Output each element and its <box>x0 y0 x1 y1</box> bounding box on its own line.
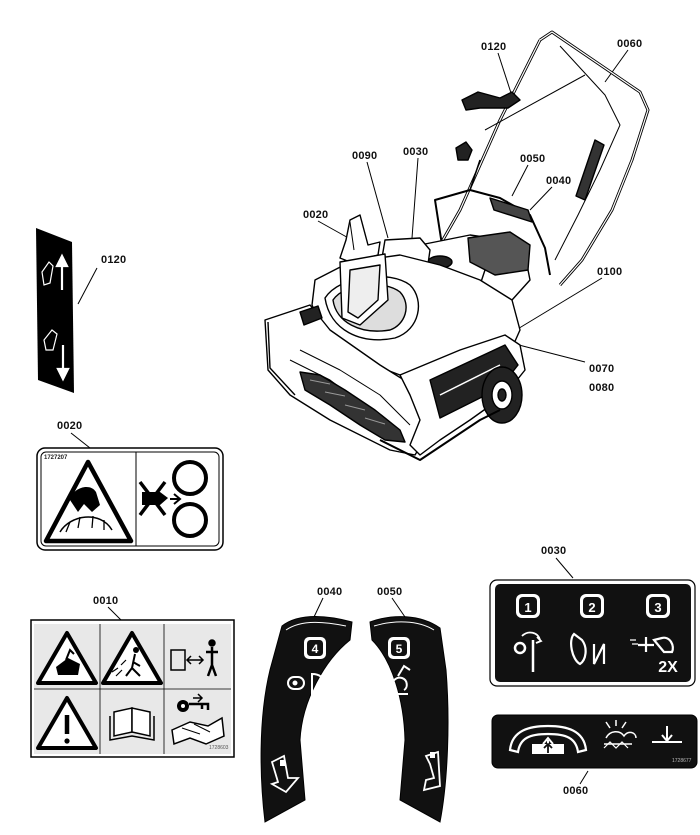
repeat-2x-label: 2X <box>658 659 678 676</box>
snowthrower-drawing-icon <box>264 30 650 461</box>
chute-up-arrow-icon <box>55 253 69 290</box>
step-badge-5 <box>388 637 410 659</box>
callout-0090: 0090 <box>352 150 378 162</box>
callout-0040-decal: 0040 <box>317 586 343 598</box>
warning-triangle-icon <box>36 696 98 750</box>
callout-0120-top: 0120 <box>481 41 507 53</box>
bail-handle-decal <box>491 714 698 769</box>
leader-lines <box>70 49 629 785</box>
decal-code-0020: 1727207 <box>44 455 68 461</box>
primer-icon <box>570 632 606 666</box>
decal-code-0060: 1728677 <box>672 758 692 764</box>
step-badge-3 <box>646 594 670 618</box>
callout-0080: 0080 <box>589 382 615 394</box>
bystander-distance-icon <box>170 639 218 677</box>
step-3-label: 3 <box>654 600 661 615</box>
fuel-off-icon <box>630 636 674 654</box>
engage-down-icon <box>422 750 441 792</box>
safety-decal <box>30 619 235 758</box>
controls-decal <box>489 579 696 687</box>
no-hands-in-impeller-icon <box>138 460 208 538</box>
key-manual-icon <box>171 693 225 746</box>
release-down-icon <box>652 726 682 743</box>
step-badge-4 <box>304 637 326 659</box>
callout-0030-top: 0030 <box>403 146 429 158</box>
step-badge-1 <box>516 594 540 618</box>
handle-squeeze-icon <box>508 724 588 754</box>
chute-direction-decal <box>36 228 74 393</box>
step-2-label: 2 <box>588 600 595 615</box>
choke-icon <box>513 631 543 672</box>
step-4-label: 4 <box>312 642 319 656</box>
callout-0060-bottom: 0060 <box>563 785 589 797</box>
chute-glyph-icon <box>41 261 58 351</box>
hand-hazard-triangle-icon <box>43 459 134 544</box>
callout-0060-top: 0060 <box>617 38 643 50</box>
warning-snowthrower-triangle-icon <box>36 631 98 685</box>
impeller-warning-decal <box>36 447 224 551</box>
callout-0040: 0040 <box>546 175 572 187</box>
thrown-object-triangle-icon <box>101 631 163 685</box>
right-handle-decal <box>369 616 449 823</box>
callout-0020-left: 0020 <box>57 420 83 432</box>
drive-down-arrow-icon <box>269 754 300 794</box>
callout-0050-decal: 0050 <box>377 586 403 598</box>
callout-0020-top: 0020 <box>303 209 329 221</box>
handle-bar-icon <box>287 672 337 699</box>
callout-0010: 0010 <box>93 595 119 607</box>
step-1-label: 1 <box>524 600 531 615</box>
callout-0030-decal: 0030 <box>541 545 567 557</box>
callout-0070: 0070 <box>589 363 615 375</box>
manual-book-icon <box>109 707 155 741</box>
callout-0120-left: 0120 <box>101 254 127 266</box>
callout-0100: 0100 <box>597 266 623 278</box>
step-badge-2 <box>580 594 604 618</box>
left-handle-decal <box>260 616 353 823</box>
callout-0050: 0050 <box>520 153 546 165</box>
decal-code-0010: 1728603 <box>209 745 229 751</box>
auger-engage-icon <box>386 664 411 695</box>
chute-down-arrow-icon <box>56 345 70 382</box>
step-5-label: 5 <box>396 642 403 656</box>
auger-snow-icon <box>603 720 637 749</box>
